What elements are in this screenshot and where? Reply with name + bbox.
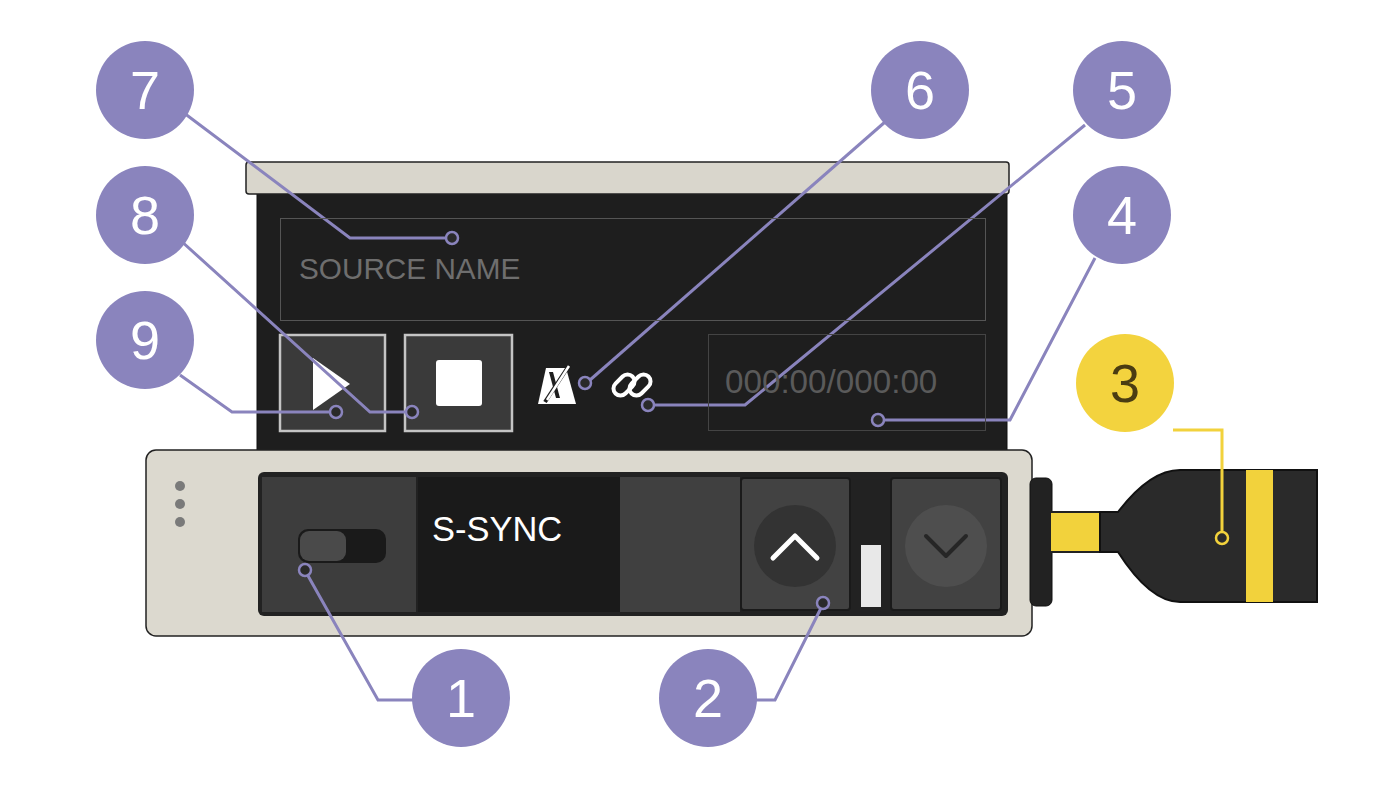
- callout-circle: 2: [659, 649, 757, 747]
- callout-number: 1: [446, 671, 476, 725]
- callout-circle: 9: [96, 291, 194, 389]
- sync-display: S-SYNC: [418, 477, 620, 612]
- source-name-field: SOURCE NAME: [280, 218, 986, 321]
- callout-circle: 6: [871, 41, 969, 139]
- callout-number: 2: [693, 671, 723, 725]
- callout-circle: 3: [1076, 334, 1174, 432]
- callout-circle: 5: [1073, 41, 1171, 139]
- field-text: S-SYNC: [432, 511, 620, 549]
- callout-number: 8: [130, 188, 160, 242]
- callout-circle: 8: [96, 166, 194, 264]
- field-text: 000:00/000:00: [725, 364, 985, 401]
- callout-number: 3: [1110, 356, 1140, 410]
- callout-number: 7: [130, 63, 160, 117]
- callout-number: 9: [130, 313, 160, 367]
- callout-circle: 7: [96, 41, 194, 139]
- callout-number: 6: [905, 63, 935, 117]
- callout-number: 5: [1107, 63, 1137, 117]
- callout-number: 4: [1107, 188, 1137, 242]
- callout-circle: 4: [1073, 166, 1171, 264]
- callout-circle: 1: [412, 649, 510, 747]
- field-text: SOURCE NAME: [299, 253, 985, 286]
- time-display: 000:00/000:00: [708, 334, 986, 431]
